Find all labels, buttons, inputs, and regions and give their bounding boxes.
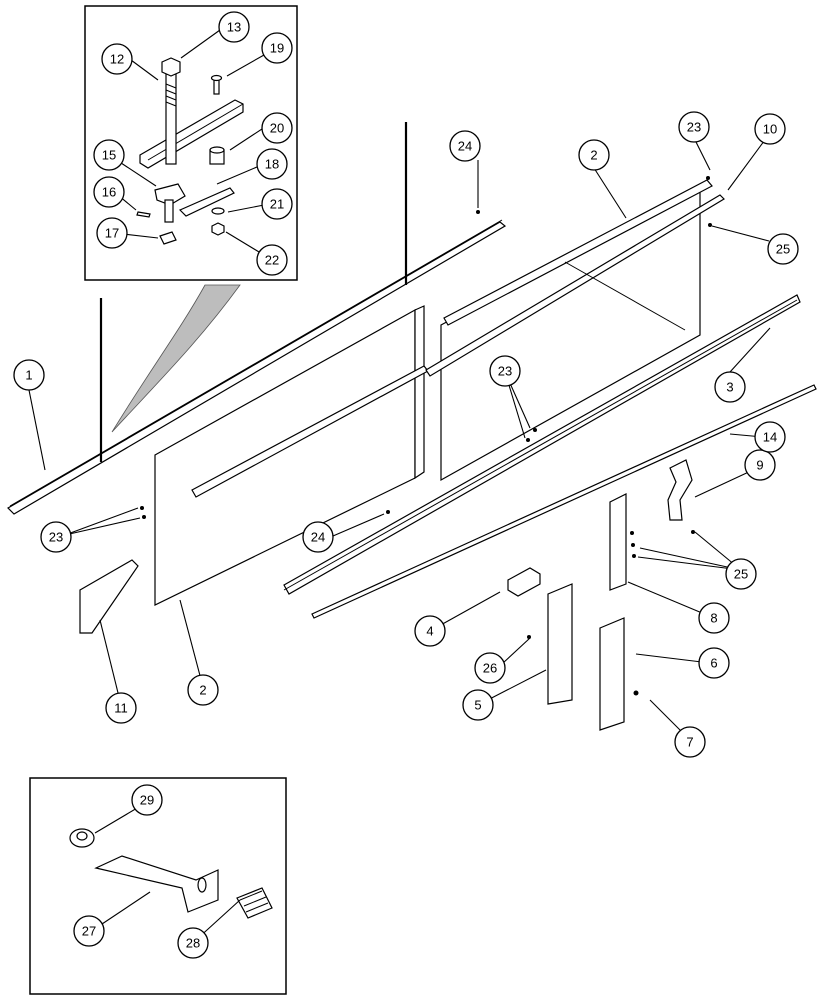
callout-9: 9 — [744, 449, 776, 481]
plate-6 — [599, 617, 625, 731]
callout-27: 27 — [73, 915, 105, 947]
support-rods — [99, 122, 408, 462]
callout-26: 26 — [474, 652, 506, 684]
bolt-28 — [236, 887, 273, 919]
callout-18: 18 — [256, 148, 288, 180]
callout-23-top-right: 23 — [678, 111, 710, 143]
callout-12: 12 — [101, 43, 133, 75]
svg-text:7: 7 — [686, 735, 693, 750]
svg-text:26: 26 — [483, 661, 497, 676]
svg-text:18: 18 — [265, 157, 279, 172]
callout-23-left: 23 — [40, 521, 72, 553]
bracket-4 — [507, 567, 541, 597]
svg-text:14: 14 — [763, 430, 777, 445]
svg-text:12: 12 — [110, 52, 124, 67]
callout-20: 20 — [261, 112, 293, 144]
svg-text:21: 21 — [270, 197, 284, 212]
svg-text:28: 28 — [186, 936, 200, 951]
callout-14: 14 — [754, 421, 786, 453]
callout-21: 21 — [261, 188, 293, 220]
callout-5: 5 — [462, 689, 494, 721]
svg-text:19: 19 — [270, 41, 284, 56]
callout-7: 7 — [674, 726, 706, 758]
detail-pointer — [111, 284, 241, 433]
svg-text:2: 2 — [199, 683, 206, 698]
callout-3: 3 — [714, 371, 746, 403]
latch-assembly — [136, 57, 244, 245]
svg-text:24: 24 — [311, 530, 325, 545]
svg-text:3: 3 — [726, 380, 733, 395]
callout-28: 28 — [177, 927, 209, 959]
callout-24-middle: 24 — [302, 521, 334, 553]
callout-17: 17 — [96, 217, 128, 249]
svg-text:23: 23 — [687, 120, 701, 135]
callout-15: 15 — [93, 139, 125, 171]
callout-25-lower: 25 — [725, 558, 757, 590]
bracket-9 — [667, 459, 693, 521]
svg-text:1: 1 — [25, 368, 32, 383]
svg-text:13: 13 — [227, 20, 241, 35]
svg-text:5: 5 — [474, 698, 481, 713]
bracket-11 — [79, 559, 139, 634]
side-rail-3 — [283, 294, 801, 595]
svg-text:8: 8 — [710, 611, 717, 626]
callout-13: 13 — [218, 11, 250, 43]
trim-strip-14 — [311, 384, 817, 619]
hardware-dots — [140, 176, 712, 696]
callout-2-right: 2 — [578, 139, 610, 171]
svg-text:6: 6 — [710, 656, 717, 671]
detail-inset-bottom — [29, 777, 287, 995]
svg-text:16: 16 — [102, 185, 116, 200]
callout-1: 1 — [13, 359, 45, 391]
bracket-5 — [547, 583, 573, 705]
svg-text:4: 4 — [426, 624, 433, 639]
bracket-8 — [609, 493, 627, 591]
svg-text:22: 22 — [265, 253, 279, 268]
svg-text:24: 24 — [458, 139, 472, 154]
callout-4: 4 — [414, 615, 446, 647]
svg-text:9: 9 — [756, 458, 763, 473]
callout-22: 22 — [256, 244, 288, 276]
svg-text:27: 27 — [82, 924, 96, 939]
callout-2-left: 2 — [187, 674, 219, 706]
callout-23-middle: 23 — [489, 355, 521, 387]
svg-text:11: 11 — [114, 701, 128, 716]
callout-25-right: 25 — [767, 233, 799, 265]
callout-11: 11 — [105, 692, 137, 724]
svg-text:20: 20 — [270, 121, 284, 136]
svg-text:10: 10 — [763, 122, 777, 137]
svg-text:15: 15 — [102, 148, 116, 163]
svg-text:23: 23 — [49, 530, 63, 545]
callout-10: 10 — [754, 113, 786, 145]
svg-text:29: 29 — [140, 793, 154, 808]
svg-text:25: 25 — [734, 567, 748, 582]
svg-text:25: 25 — [776, 242, 790, 257]
callout-19: 19 — [261, 32, 293, 64]
svg-text:17: 17 — [105, 226, 119, 241]
side-panel-right — [425, 179, 725, 482]
callout-16: 16 — [93, 176, 125, 208]
callout-8: 8 — [698, 602, 730, 634]
side-rail-1 — [7, 219, 507, 515]
callout-29: 29 — [131, 784, 163, 816]
latch-bracket-27 — [94, 855, 219, 913]
svg-text:23: 23 — [498, 364, 512, 379]
callout-24-top: 24 — [449, 130, 481, 162]
callout-6: 6 — [698, 647, 730, 679]
svg-text:2: 2 — [590, 148, 597, 163]
flange-nut-29 — [69, 828, 95, 848]
